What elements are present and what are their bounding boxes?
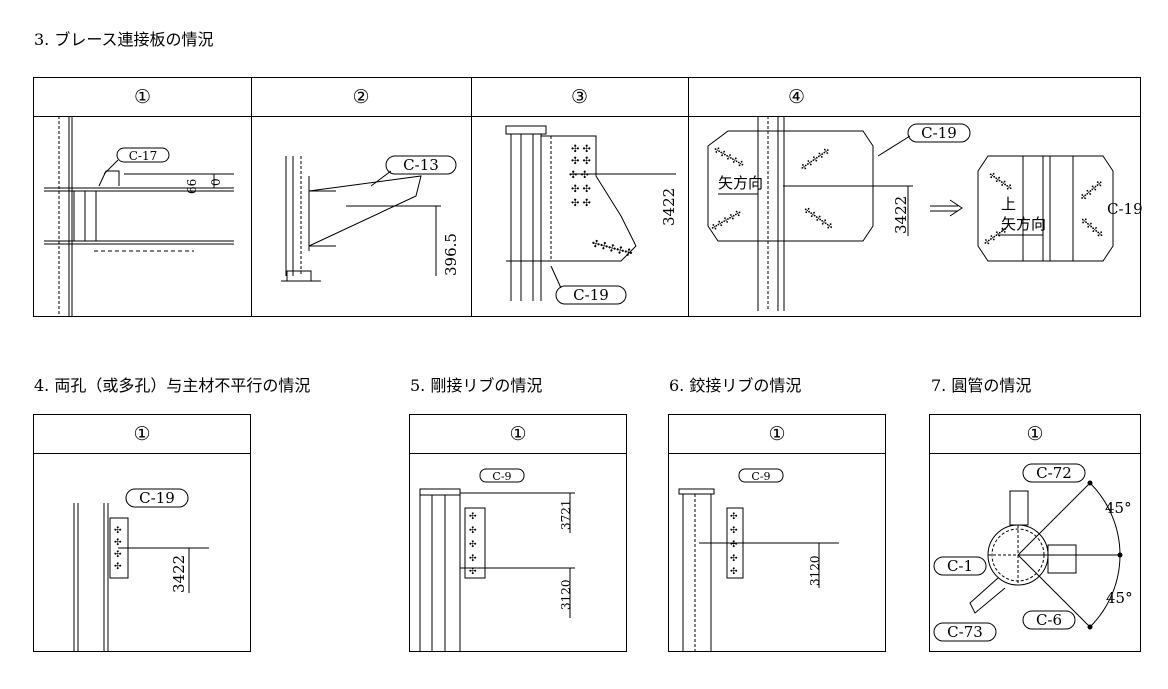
svg-text:✣: ✣	[114, 526, 122, 536]
section-3-panel: ① ② ③ ④ C-17 66 0	[33, 77, 1143, 317]
callout-c1: C-1	[947, 557, 973, 575]
callout-c19-c: C-19	[1107, 200, 1143, 218]
callout-c9-a: C-9	[492, 470, 511, 483]
dim-3422-c: 3422	[170, 555, 188, 593]
svg-text:✣: ✣	[114, 550, 122, 560]
dim-3422-a: 3422	[660, 188, 678, 226]
svg-text:✣: ✣	[114, 562, 122, 572]
diagram-3-2: C-13 396.5	[281, 155, 460, 282]
diagram-6-1: ✣ ✣ ✣ ✣ ✣ C-9 3120	[678, 468, 839, 651]
section-4-cell-label: ①	[34, 415, 250, 454]
section-4-title: 4. 両孔（或多孔）与主材不平行の情況	[34, 376, 311, 395]
svg-text:✣✣✣✣✣: ✣✣✣✣✣	[712, 145, 746, 170]
diagram-3-4: ✣✣✣✣✣ ✣✣✣✣✣ ✣✣✣✣✣ ✣✣✣✣✣ ✣✣✣✣ ✣✣✣✣ ✣✣✣✣ ✣…	[707, 116, 1143, 311]
dim-3120-b: 3120	[808, 555, 822, 586]
svg-text:✣✣✣✣: ✣✣✣✣	[987, 170, 1014, 193]
section-3-cell-4-label: ④	[787, 86, 806, 108]
arrow-direction-label-b: 矢方向	[1001, 215, 1046, 233]
dim-3422-b: 3422	[892, 196, 910, 234]
svg-text:✣: ✣	[469, 554, 477, 564]
arrow-direction-label-a: 矢方向	[718, 174, 763, 192]
section-7-panel: ① C-72 C-1 C-73 C-6 45° 45°	[929, 414, 1141, 652]
svg-text:✣✣✣✣✣: ✣✣✣✣✣	[590, 238, 633, 259]
callout-c13: C-13	[403, 156, 439, 174]
diagram-3-1: C-17 66 0	[44, 116, 234, 316]
svg-text:✣ ✣: ✣ ✣	[571, 144, 591, 155]
diagram-3-3: ✣ ✣ ✣ ✣ ✣ ✣ ✣ ✣ ✣ ✣ ✣✣✣✣✣ 3422 C-19	[505, 125, 678, 305]
angle-45-bottom: 45°	[1106, 589, 1133, 607]
svg-text:✣: ✣	[469, 567, 477, 577]
svg-text:✣ ✣: ✣ ✣	[569, 170, 589, 181]
svg-text:✣✣✣✣✣: ✣✣✣✣✣	[710, 208, 744, 233]
section-4-panel: ① ✣ ✣ ✣ ✣ C-19 3422	[33, 414, 251, 652]
section-3-cell-3-label: ③	[570, 86, 589, 108]
dim-3721: 3721	[559, 499, 573, 530]
section-5-cell-label: ①	[410, 415, 626, 454]
diagram-5-1: ✣ ✣ ✣ ✣ ✣ C-9 3721 3120	[419, 468, 575, 651]
svg-text:✣: ✣	[730, 554, 738, 564]
svg-text:✣✣✣✣: ✣✣✣✣	[1079, 216, 1106, 240]
svg-text:✣: ✣	[730, 526, 738, 536]
callout-c72: C-72	[1036, 464, 1072, 482]
svg-text:✣: ✣	[469, 526, 477, 536]
svg-text:✣ ✣: ✣ ✣	[571, 184, 591, 195]
dim-0: 0	[209, 178, 223, 186]
callout-c17: C-17	[129, 149, 158, 163]
section-6-cell-label: ①	[669, 415, 885, 454]
svg-text:✣ ✣: ✣ ✣	[571, 156, 591, 167]
svg-text:✣: ✣	[469, 512, 477, 522]
svg-text:✣ ✣: ✣ ✣	[571, 198, 591, 209]
dim-396-5: 396.5	[442, 233, 460, 276]
svg-text:✣✣✣✣✣: ✣✣✣✣✣	[802, 205, 835, 232]
svg-text:✣: ✣	[114, 538, 122, 548]
angle-45-top: 45°	[1105, 499, 1132, 517]
up-label: 上	[1001, 195, 1016, 213]
section-6-title: 6. 鉸接リブの情況	[669, 376, 802, 395]
callout-c19-a: C-19	[573, 286, 609, 304]
section-5-panel: ① ✣ ✣ ✣ ✣ ✣ C-9 3721 3120	[409, 414, 627, 652]
diagram-4-1: ✣ ✣ ✣ ✣ C-19 3422	[73, 488, 209, 651]
section-3-cell-2-label: ②	[352, 86, 370, 108]
svg-text:✣✣✣✣: ✣✣✣✣	[1079, 178, 1106, 202]
callout-c19-b: C-19	[921, 124, 957, 142]
diagram-7-1: C-72 C-1 C-73 C-6 45° 45°	[933, 463, 1133, 642]
svg-text:✣: ✣	[730, 567, 738, 577]
svg-text:✣✣✣✣✣: ✣✣✣✣✣	[799, 146, 832, 173]
section-3-cell-1-label: ①	[133, 86, 152, 108]
callout-c9-b: C-9	[751, 470, 770, 483]
svg-text:✣: ✣	[469, 540, 477, 550]
section-7-title: 7. 圓管の情況	[931, 376, 1032, 395]
section-3-header-row	[34, 78, 1140, 117]
dim-3120-a: 3120	[559, 579, 573, 610]
callout-c73: C-73	[947, 623, 983, 641]
section-3-title: 3. ブレース連接板の情況	[34, 30, 214, 49]
callout-c19-d: C-19	[139, 489, 175, 507]
section-7-cell-label: ①	[930, 415, 1140, 454]
section-5-title: 5. 剛接リブの情況	[410, 376, 543, 395]
dim-66: 66	[185, 179, 199, 194]
callout-c6: C-6	[1036, 611, 1062, 629]
svg-text:✣: ✣	[730, 512, 738, 522]
section-6-panel: ① ✣ ✣ ✣ ✣ ✣ C-9 3120	[668, 414, 886, 652]
svg-text:✣: ✣	[730, 540, 738, 550]
